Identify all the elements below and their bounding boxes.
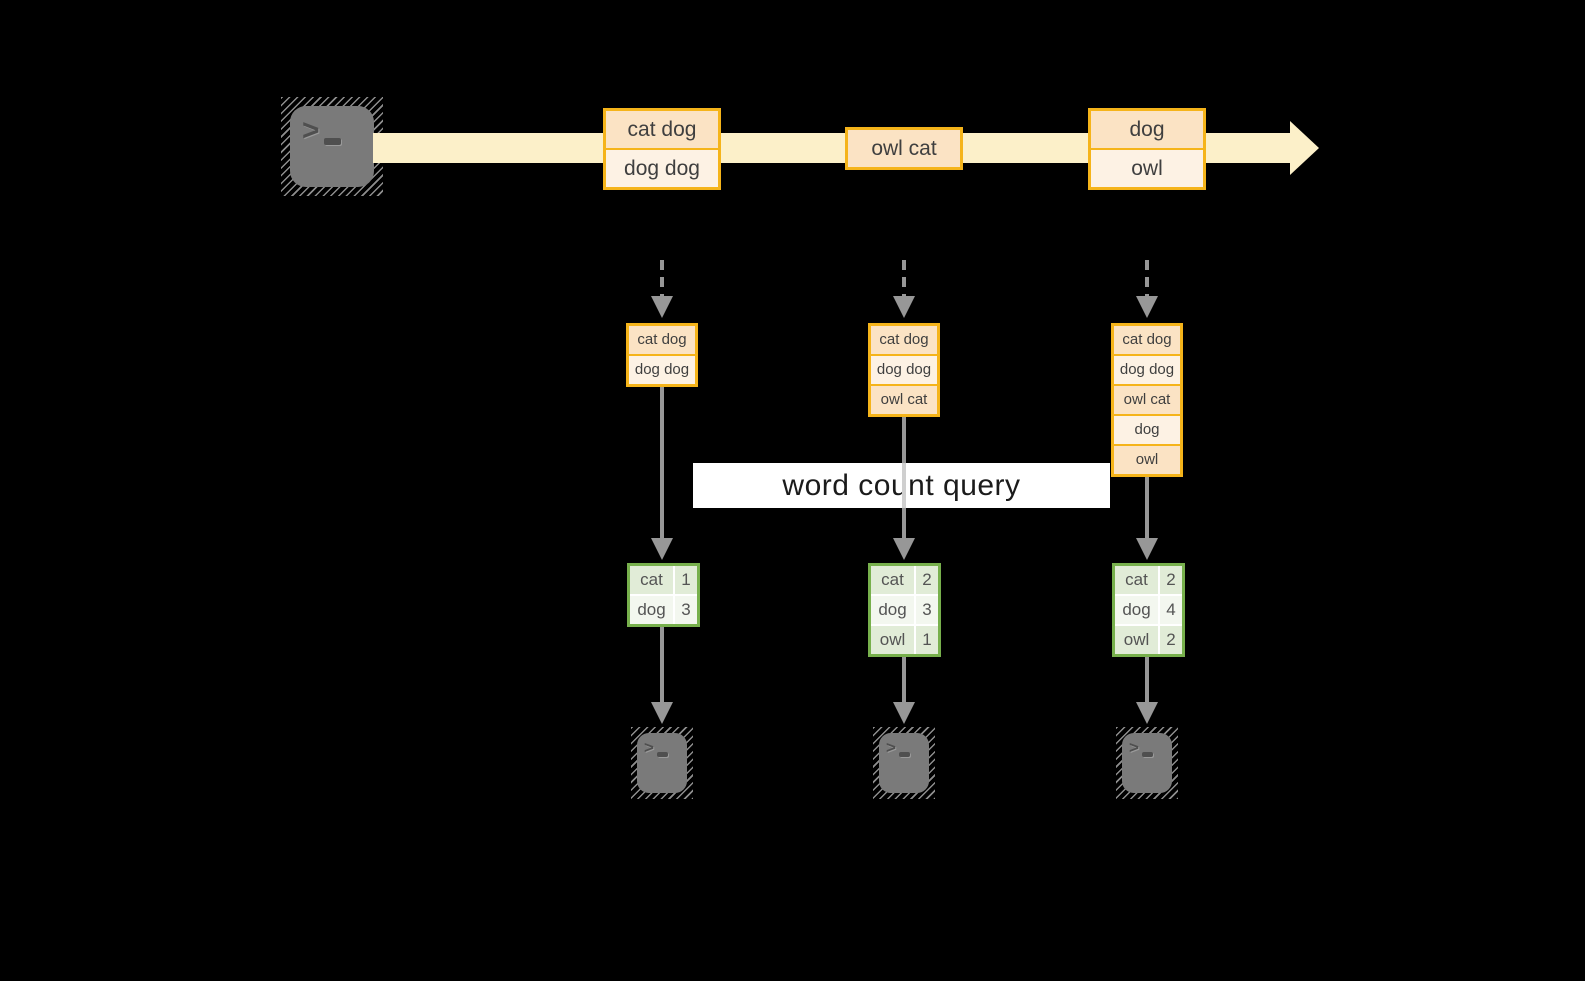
result-count-cell: 1 <box>675 566 697 594</box>
result-count-cell: 1 <box>916 626 938 654</box>
trigger-arrowhead-icon <box>651 296 673 318</box>
terminal-prompt-icon: > <box>1129 738 1139 757</box>
output-arrow-line <box>1145 657 1149 702</box>
sink-terminal-icon: > <box>631 727 693 799</box>
trigger-arrow-dash <box>902 260 906 298</box>
terminal-cursor-icon <box>324 138 341 145</box>
input-row: dog dog <box>871 354 937 384</box>
result-count-cell: 4 <box>1160 596 1182 624</box>
terminal-screen: > <box>1122 733 1172 793</box>
result-word-cell: dog <box>630 596 673 624</box>
result-count-cell: 3 <box>916 596 938 624</box>
event-row: owl <box>1091 148 1203 187</box>
result-word-cell: cat <box>871 566 914 594</box>
terminal-cursor-icon <box>1142 752 1153 757</box>
terminal-prompt-icon: > <box>886 738 896 757</box>
input-row: dog dog <box>629 354 695 384</box>
query-label: word count query <box>782 468 1021 502</box>
input-row: owl <box>1114 444 1180 474</box>
input-row: dog <box>1114 414 1180 444</box>
terminal-screen: > <box>637 733 687 793</box>
terminal-screen: > <box>879 733 929 793</box>
output-arrowhead-icon <box>1136 702 1158 724</box>
query-arrowhead-icon <box>1136 538 1158 560</box>
event-row: dog <box>1091 111 1203 148</box>
result-count-cell: 2 <box>1160 566 1182 594</box>
result-count-cell: 3 <box>675 596 697 624</box>
event-row: cat dog <box>606 111 718 148</box>
input-row: owl cat <box>871 384 937 414</box>
terminal-cursor-icon <box>657 752 668 757</box>
event-row: owl cat <box>848 130 960 167</box>
result-word-cell: owl <box>1115 626 1158 654</box>
result-word-cell: cat <box>1115 566 1158 594</box>
trigger-arrowhead-icon <box>1136 296 1158 318</box>
query-arrow-line <box>1145 477 1149 538</box>
event-row: dog dog <box>606 148 718 187</box>
query-arrowhead-icon <box>893 538 915 560</box>
query-arrow-overlay <box>902 463 906 508</box>
output-arrowhead-icon <box>651 702 673 724</box>
output-arrow-line <box>902 657 906 702</box>
terminal-cursor-icon <box>899 752 910 757</box>
input-row: cat dog <box>871 326 937 354</box>
result-word-cell: dog <box>871 596 914 624</box>
terminal-prompt-icon: > <box>644 738 654 757</box>
trigger-arrowhead-icon <box>893 296 915 318</box>
trigger-arrow-dash <box>1145 260 1149 298</box>
result-word-cell: owl <box>871 626 914 654</box>
output-arrowhead-icon <box>893 702 915 724</box>
terminal-prompt-icon: > <box>302 114 320 147</box>
stream-event-box: owl cat <box>845 127 963 170</box>
result-count-cell: 2 <box>916 566 938 594</box>
input-row: dog dog <box>1114 354 1180 384</box>
result-count-cell: 2 <box>1160 626 1182 654</box>
terminal-screen: > <box>290 106 374 187</box>
query-label-box: word count query <box>693 463 1110 508</box>
output-arrow-line <box>660 627 664 702</box>
sink-terminal-icon: > <box>873 727 935 799</box>
trigger-arrow-dash <box>660 260 664 298</box>
result-word-cell: cat <box>630 566 673 594</box>
query-arrowhead-icon <box>651 538 673 560</box>
query-arrow-line <box>660 387 664 538</box>
source-terminal-icon: > <box>281 97 383 196</box>
data-stream-arrowhead-icon <box>1290 121 1319 175</box>
result-word-cell: dog <box>1115 596 1158 624</box>
input-row: cat dog <box>629 326 695 354</box>
sink-terminal-icon: > <box>1116 727 1178 799</box>
input-row: cat dog <box>1114 326 1180 354</box>
input-row: owl cat <box>1114 384 1180 414</box>
